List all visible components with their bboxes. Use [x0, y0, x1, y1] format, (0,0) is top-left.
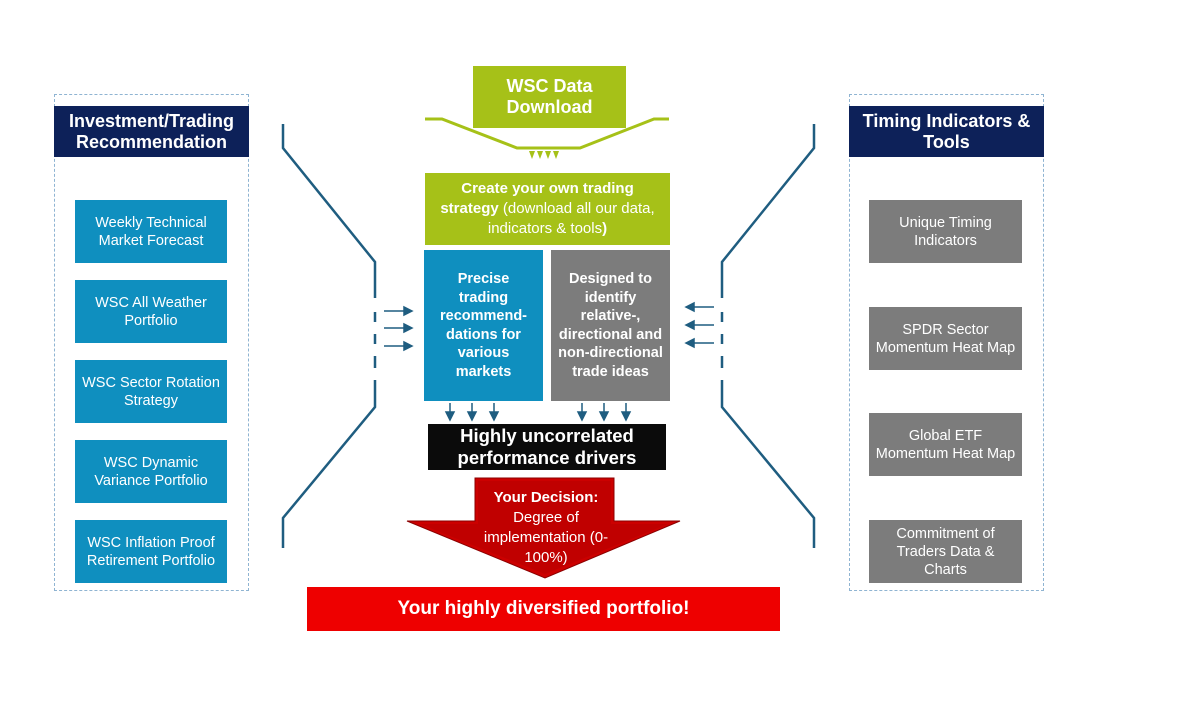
trade-ideas-box[interactable]: Designed to identify relative-, directio…	[551, 250, 670, 401]
decision-lead: Your Decision:	[493, 489, 599, 506]
precise-recommendations-box[interactable]: Precise trading recommend-dations for va…	[424, 250, 543, 401]
strategy-rest-text: (download all our data, indicators & too…	[487, 200, 655, 237]
strategy-bold-text: Create your own trading strategy	[440, 180, 634, 217]
left-item-weekly-forecast[interactable]: Weekly Technical Market Forecast	[75, 200, 227, 263]
left-item-all-weather[interactable]: WSC All Weather Portfolio	[75, 280, 227, 343]
left-item-inflation-proof[interactable]: WSC Inflation Proof Retirement Portfolio	[75, 520, 227, 583]
left-panel-title: Investment/Trading Recommendation	[54, 106, 249, 157]
right-item-spdr-heat-map[interactable]: SPDR Sector Momentum Heat Map	[869, 307, 1022, 370]
strategy-close-text: )	[602, 220, 608, 237]
right-panel	[849, 94, 1044, 591]
final-portfolio-banner: Your highly diversified portfolio!	[307, 587, 780, 631]
decision-rest: Degree of implementation (0-100%)	[483, 509, 609, 566]
right-panel-title: Timing Indicators & Tools	[849, 106, 1044, 157]
data-download-box[interactable]: WSC Data Download	[473, 66, 626, 128]
right-item-timing-indicators[interactable]: Unique Timing Indicators	[869, 200, 1022, 263]
left-panel	[54, 94, 249, 591]
right-item-etf-heat-map[interactable]: Global ETF Momentum Heat Map	[869, 413, 1022, 476]
right-item-cot-data[interactable]: Commitment of Traders Data & Charts	[869, 520, 1022, 583]
performance-drivers-box: Highly uncorrelated performance drivers	[428, 424, 666, 470]
decision-arrow-text: Your Decision: Degree of implementation …	[478, 488, 614, 568]
left-item-dynamic-variance[interactable]: WSC Dynamic Variance Portfolio	[75, 440, 227, 503]
create-strategy-box[interactable]: Create your own trading strategy (downlo…	[425, 173, 670, 245]
left-item-sector-rotation[interactable]: WSC Sector Rotation Strategy	[75, 360, 227, 423]
